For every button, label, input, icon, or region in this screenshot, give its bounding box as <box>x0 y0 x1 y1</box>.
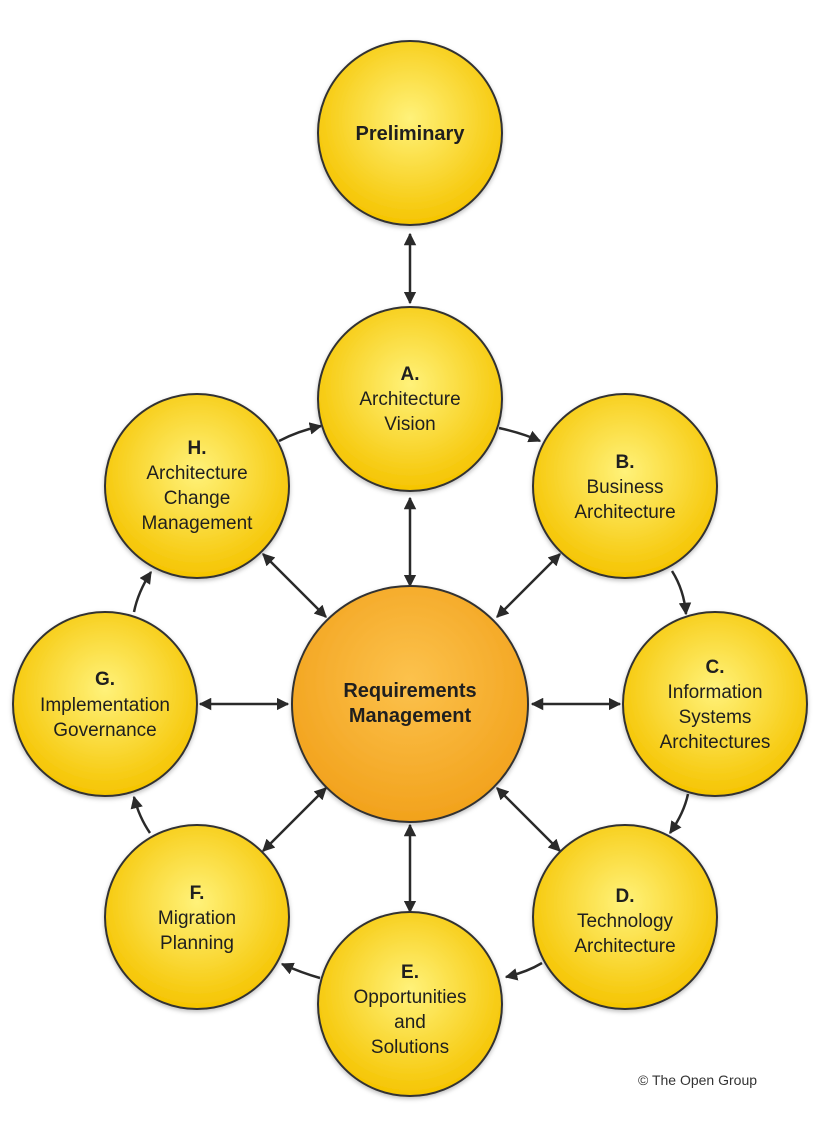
phase-c-line-2: Systems <box>679 707 752 728</box>
phase-f-letter: F. <box>190 883 205 904</box>
phase-e-letter: E. <box>401 962 419 983</box>
phase-preliminary[interactable]: Preliminary <box>317 40 503 226</box>
phase-d-technology-architecture[interactable]: D. Technology Architecture <box>532 824 718 1010</box>
phase-g-line-1: Implementation <box>40 695 170 716</box>
phase-f-line-2: Planning <box>160 933 234 954</box>
phase-d-line-2: Architecture <box>574 936 675 957</box>
arrow-h-to-a <box>278 422 323 443</box>
phase-g-line-2: Governance <box>53 720 157 741</box>
phase-b-line-2: Architecture <box>574 502 675 523</box>
phase-c-line-3: Architectures <box>660 732 771 753</box>
phase-d-letter: D. <box>616 886 635 907</box>
phase-a-line-1: Architecture <box>359 389 460 410</box>
phase-f-line-1: Migration <box>158 908 236 929</box>
arrow-b-requirements <box>496 553 561 618</box>
phase-a-line-2: Vision <box>384 414 435 435</box>
connector-arrows <box>130 232 692 981</box>
phase-h-circle <box>104 393 290 579</box>
phase-e-line-3: Solutions <box>371 1037 449 1058</box>
arrow-a-to-b <box>498 426 542 443</box>
phase-a-letter: A. <box>401 364 420 385</box>
arrow-d-to-e <box>504 961 543 981</box>
phase-b-business-architecture[interactable]: B. Business Architecture <box>532 393 718 579</box>
phase-preliminary-label: Preliminary <box>356 123 466 145</box>
phase-h-line-2: Change <box>164 488 231 509</box>
arrow-f-requirements <box>262 787 327 852</box>
arrow-g-to-h <box>132 570 153 613</box>
phase-b-letter: B. <box>616 452 635 473</box>
requirements-management-line-2: Management <box>349 705 472 727</box>
phase-g-letter: G. <box>95 669 115 690</box>
phase-f-circle <box>104 824 290 1010</box>
phase-c-letter: C. <box>706 657 725 678</box>
phase-g-implementation-governance[interactable]: G. Implementation Governance <box>12 611 198 797</box>
requirements-management-line-1: Requirements <box>343 680 476 702</box>
phase-d-line-1: Technology <box>577 911 674 932</box>
arrow-d-requirements <box>496 787 561 852</box>
phase-c-line-1: Information <box>667 682 762 703</box>
phase-b-line-1: Business <box>586 477 663 498</box>
phase-f-migration-planning[interactable]: F. Migration Planning <box>104 824 290 1010</box>
requirements-management-circle <box>291 585 529 823</box>
phase-d-circle <box>532 824 718 1010</box>
phase-g-circle <box>12 611 198 797</box>
phase-h-line-3: Management <box>142 513 254 534</box>
copyright-notice: © The Open Group <box>638 1072 758 1088</box>
arrow-f-to-g <box>130 795 152 834</box>
arrow-h-requirements <box>262 553 327 618</box>
phase-a-circle <box>317 306 503 492</box>
phase-h-line-1: Architecture <box>146 463 247 484</box>
phase-e-opportunities-and-solutions[interactable]: E. Opportunities and Solutions <box>317 911 503 1097</box>
requirements-management[interactable]: Requirements Management <box>291 585 529 823</box>
phase-h-architecture-change-management[interactable]: H. Architecture Change Management <box>104 393 290 579</box>
phase-e-line-1: Opportunities <box>353 987 466 1008</box>
phase-c-information-systems-architectures[interactable]: C. Information Systems Architectures <box>622 611 808 797</box>
phase-e-line-2: and <box>394 1012 426 1033</box>
phase-a-architecture-vision[interactable]: A. Architecture Vision <box>317 306 503 492</box>
arrow-e-to-f <box>280 962 321 980</box>
phase-c-circle <box>622 611 808 797</box>
phase-e-circle <box>317 911 503 1097</box>
phase-b-circle <box>532 393 718 579</box>
phase-h-letter: H. <box>188 438 207 459</box>
phase-preliminary-circle <box>317 40 503 226</box>
arrow-c-to-d <box>668 793 690 835</box>
arrow-b-to-c <box>670 570 692 616</box>
